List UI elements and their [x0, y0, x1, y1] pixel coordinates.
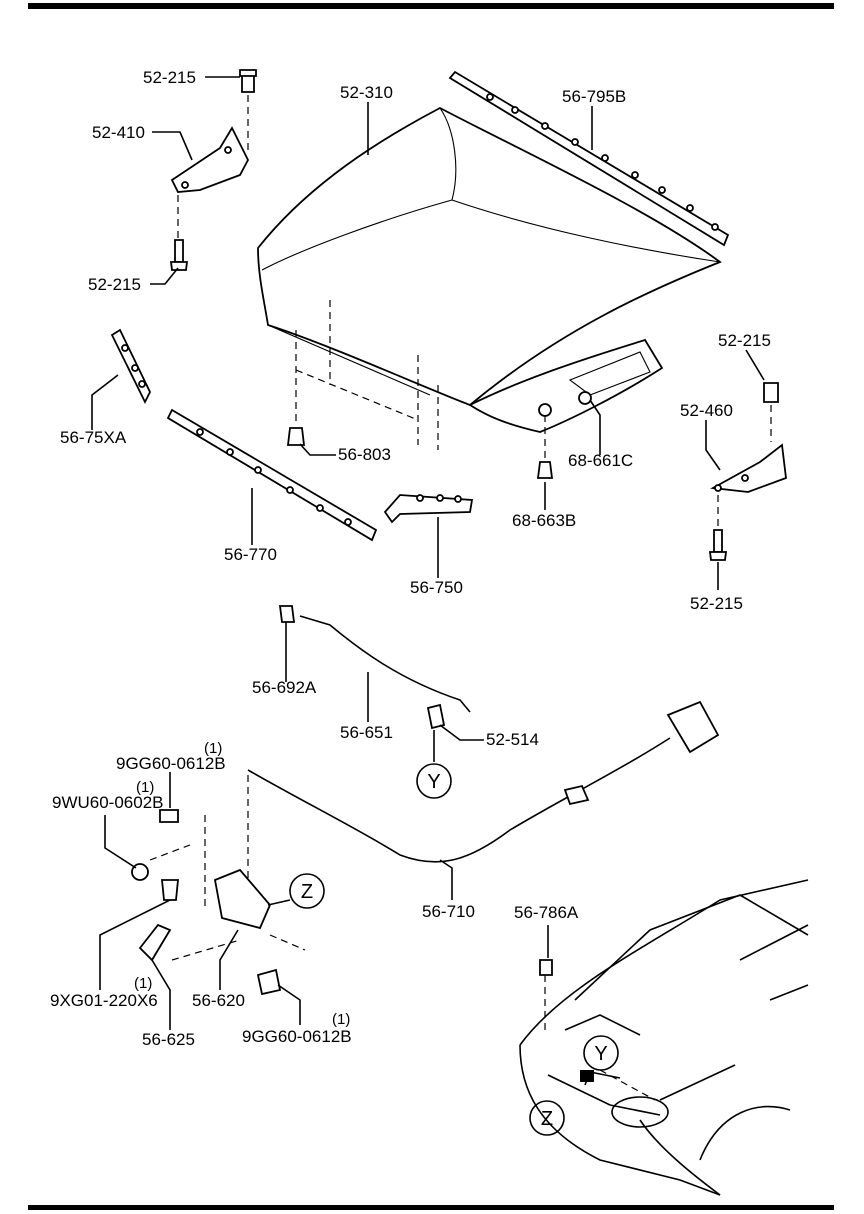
callout-z-car: Z [529, 1100, 565, 1136]
label-9GG60-top-qty: (1) [204, 740, 222, 757]
label-9WU60-qty: (1) [136, 779, 154, 796]
label-52-215-right-bottom: 52-215 [690, 594, 743, 613]
callout-z-car-label: Z [541, 1108, 553, 1130]
callout-y-cable: Y [416, 763, 452, 799]
label-9XG01-qty: (1) [134, 975, 152, 992]
release-cable [247, 700, 720, 863]
hood-bumper [286, 300, 439, 450]
callout-y-label: Y [427, 771, 440, 793]
left-hood-hinge [169, 69, 257, 271]
bottom-rule [28, 1205, 834, 1210]
front-seal-rail [166, 408, 378, 542]
top-rule [28, 3, 834, 9]
label-56-770: 56-770 [224, 545, 277, 564]
callout-z-label: Z [301, 881, 313, 903]
label-68-661C: 68-661C [568, 451, 633, 470]
callout-z-latch: Z [289, 873, 325, 909]
left-side-rail [110, 328, 152, 405]
label-56-75XA: 56-75XA [60, 428, 127, 447]
label-56-795B: 56-795B [562, 87, 626, 106]
label-56-803: 56-803 [338, 445, 391, 464]
label-56-710: 56-710 [422, 902, 475, 921]
hood-support-rod [278, 605, 471, 730]
insulator-clip [536, 415, 554, 479]
label-56-651: 56-651 [340, 723, 393, 742]
center-bracket [383, 494, 474, 524]
label-52-460: 52-460 [680, 401, 733, 420]
hood-seal-strip [448, 70, 730, 247]
hood-panel [257, 106, 722, 433]
label-9GG60-bottom-qty: (1) [332, 1011, 350, 1028]
label-52-215-top: 52-215 [143, 68, 196, 87]
label-56-620: 56-620 [192, 991, 245, 1010]
callout-y-car-label: Y [594, 1043, 607, 1065]
label-52-215-left-bottom: 52-215 [88, 275, 141, 294]
label-52-215-right-top: 52-215 [718, 331, 771, 350]
label-52-310: 52-310 [340, 83, 393, 102]
leader-lines [91, 76, 765, 1030]
label-52-514: 52-514 [486, 730, 539, 749]
label-68-663B: 68-663B [512, 511, 576, 530]
label-56-786A: 56-786A [514, 903, 579, 922]
label-56-750: 56-750 [410, 578, 463, 597]
callout-y-car: Y [583, 1035, 619, 1071]
part-labels: 52-215 52-410 52-215 52-310 56-795B 56-7… [50, 68, 771, 1049]
label-56-625: 56-625 [142, 1030, 195, 1049]
label-52-410: 52-410 [92, 123, 145, 142]
right-hood-hinge [708, 382, 787, 561]
label-56-692A: 56-692A [252, 678, 317, 697]
label-9XG01-220X6: 9XG01-220X6 [50, 991, 158, 1010]
label-9WU60-0602B: 9WU60-0602B [52, 793, 164, 812]
hood-latch-assembly [131, 775, 306, 996]
vehicle-front-illustration [519, 879, 809, 1196]
label-9GG60-0612B-bottom: 9GG60-0612B [242, 1027, 352, 1046]
label-9GG60-0612B-top: 9GG60-0612B [116, 754, 226, 773]
